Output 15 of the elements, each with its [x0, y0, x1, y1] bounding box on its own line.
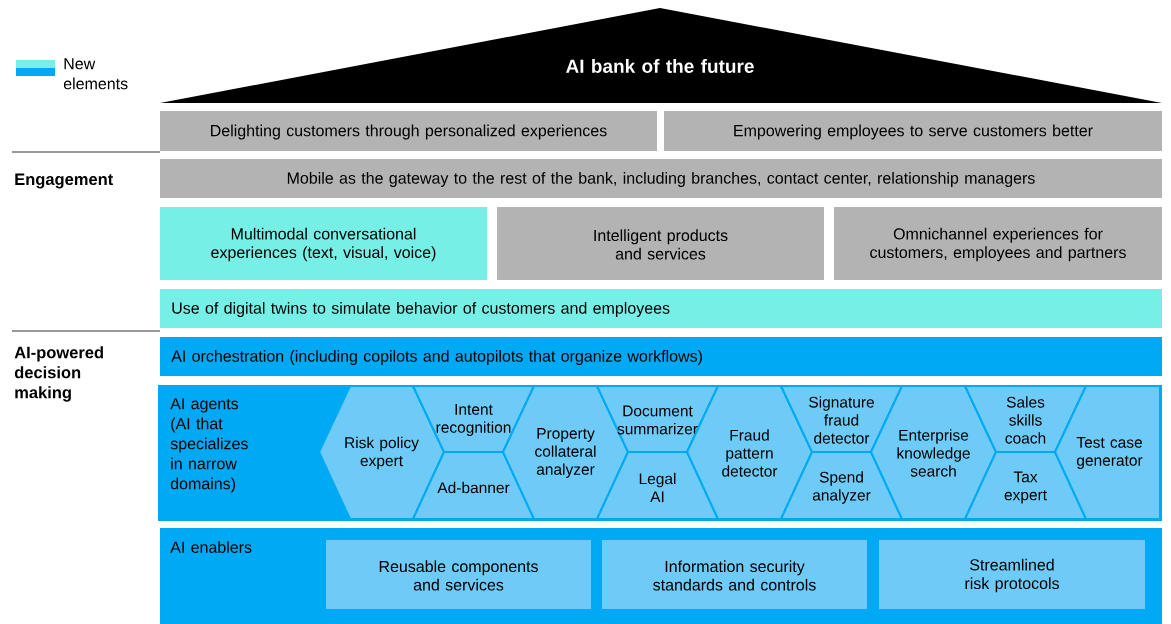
layer-bar: AI orchestration (including copilots and autopilots that organize workflows) — [160, 337, 1162, 376]
roof-triangle: AI bank of the future — [160, 8, 1162, 103]
layer-bar: Mobile as the gateway to the rest of the bank, including branches, contact center, relationship managers — [160, 159, 1162, 198]
capability-box: Multimodal conversational experiences (text, visual, voice) — [160, 207, 487, 280]
capability-box: Omnichannel experiences for customers, employees and partners — [834, 207, 1162, 280]
enabler-box: Streamlined risk protocols — [879, 540, 1145, 609]
pillar-box: Delighting customers through personalized experiences — [160, 111, 657, 151]
enabler-box: Information security standards and controls — [602, 540, 867, 609]
enabler-box: Reusable components and services — [326, 540, 591, 609]
capability-box: Intelligent products and services — [497, 207, 824, 280]
layer-bar: Use of digital twins to simulate behavior of customers and employees — [160, 289, 1162, 328]
legend-label: New elements — [63, 58, 128, 90]
section-label: AI-powered decision making — [14, 346, 103, 402]
section-label: Engagement — [15, 173, 114, 189]
pillar-box: Empowering employees to serve customers better — [664, 111, 1162, 151]
